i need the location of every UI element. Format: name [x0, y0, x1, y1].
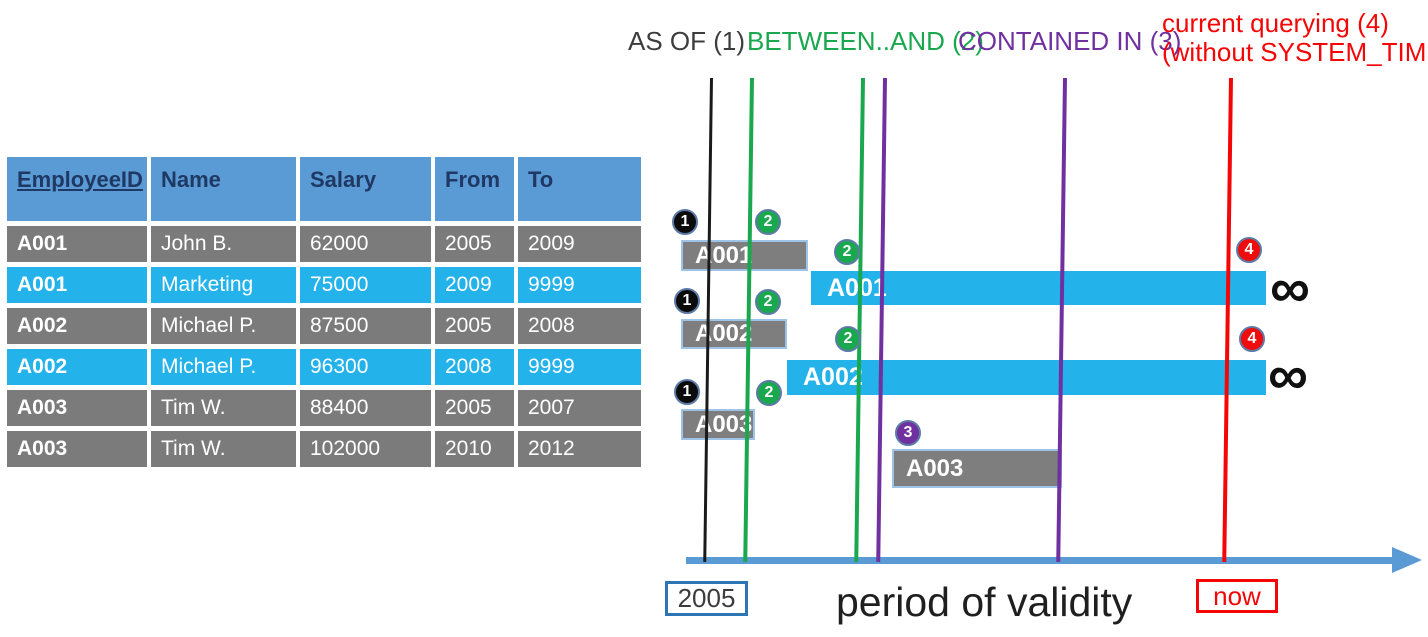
cell-name: Marketing — [151, 267, 296, 303]
col-header-name: Name — [151, 157, 296, 221]
cell-from: 2010 — [435, 431, 514, 467]
marker-2: 2 — [835, 326, 861, 352]
time-axis — [686, 557, 1392, 564]
legend-contained-in: CONTAINED IN (3) — [958, 26, 1182, 56]
cell-employeeid: A002 — [7, 349, 147, 385]
cell-salary: 88400 — [300, 390, 431, 426]
current-querying-line — [1222, 77, 1233, 562]
temporal-table: EmployeeID Name Salary From To A001 John… — [3, 152, 645, 472]
cell-employeeid: A002 — [7, 308, 147, 344]
table-row: A002 Michael P. 87500 2005 2008 — [7, 308, 641, 344]
bar-a003-history2: A003 — [892, 449, 1062, 488]
bar-a002-history: A002 — [681, 319, 787, 349]
cell-name: Tim W. — [151, 431, 296, 467]
cell-employeeid: A001 — [7, 226, 147, 262]
marker-1: 1 — [672, 209, 698, 235]
axis-label: period of validity — [836, 579, 1133, 625]
cell-employeeid: A003 — [7, 390, 147, 426]
legend-current-line1: current querying (4) — [1162, 8, 1389, 38]
bar-a003-history1: A003 — [681, 409, 755, 440]
between-and-end-line — [854, 77, 865, 562]
col-header-to: To — [518, 157, 641, 221]
cell-salary: 87500 — [300, 308, 431, 344]
bar-a001-current: A001 — [811, 271, 1266, 305]
marker-2: 2 — [756, 380, 782, 406]
cell-to: 9999 — [518, 349, 641, 385]
contained-in-end-line — [1056, 77, 1067, 562]
legend-between-and: BETWEEN..AND (2) — [747, 26, 984, 56]
table-row: A001 Marketing 75000 2009 9999 — [7, 267, 641, 303]
table-row: A003 Tim W. 102000 2010 2012 — [7, 431, 641, 467]
table-row: A001 John B. 62000 2005 2009 — [7, 226, 641, 262]
cell-to: 2009 — [518, 226, 641, 262]
cell-employeeid: A001 — [7, 267, 147, 303]
cell-name: Michael P. — [151, 349, 296, 385]
cell-salary: 102000 — [300, 431, 431, 467]
cell-employeeid: A003 — [7, 431, 147, 467]
legend-current-querying: current querying (4) (without SYSTEM_TIM… — [1162, 9, 1428, 67]
infinity-icon: ∞ — [1268, 343, 1308, 406]
cell-from: 2005 — [435, 308, 514, 344]
cell-from: 2009 — [435, 267, 514, 303]
col-header-employeeid: EmployeeID — [7, 157, 147, 221]
time-axis-arrowhead — [1392, 547, 1422, 573]
cell-to: 2008 — [518, 308, 641, 344]
marker-4: 4 — [1236, 237, 1262, 263]
bar-a002-current: A002 — [787, 360, 1266, 395]
cell-name: Michael P. — [151, 308, 296, 344]
cell-to: 9999 — [518, 267, 641, 303]
marker-1: 1 — [674, 288, 700, 314]
cell-to: 2007 — [518, 390, 641, 426]
marker-1: 1 — [674, 379, 700, 405]
marker-2: 2 — [755, 289, 781, 315]
cell-name: Tim W. — [151, 390, 296, 426]
legend-current-line2: (without SYSTEM_TIME) — [1162, 37, 1428, 67]
cell-salary: 75000 — [300, 267, 431, 303]
cell-salary: 96300 — [300, 349, 431, 385]
table-header-row: EmployeeID Name Salary From To — [7, 157, 641, 221]
marker-3: 3 — [895, 420, 921, 446]
marker-2: 2 — [834, 239, 860, 265]
col-header-salary: Salary — [300, 157, 431, 221]
start-year-box: 2005 — [665, 581, 748, 616]
now-box: now — [1196, 579, 1278, 613]
infinity-icon: ∞ — [1270, 256, 1310, 319]
cell-name: John B. — [151, 226, 296, 262]
legend-as-of: AS OF (1) — [628, 26, 746, 56]
col-header-from: From — [435, 157, 514, 221]
bar-a001-history: A001 — [681, 240, 808, 271]
cell-from: 2005 — [435, 390, 514, 426]
cell-from: 2008 — [435, 349, 514, 385]
cell-to: 2012 — [518, 431, 641, 467]
cell-salary: 62000 — [300, 226, 431, 262]
marker-4: 4 — [1239, 326, 1265, 352]
cell-from: 2005 — [435, 226, 514, 262]
marker-2: 2 — [755, 209, 781, 235]
table-row: A002 Michael P. 96300 2008 9999 — [7, 349, 641, 385]
table-row: A003 Tim W. 88400 2005 2007 — [7, 390, 641, 426]
contained-in-start-line — [876, 77, 887, 562]
